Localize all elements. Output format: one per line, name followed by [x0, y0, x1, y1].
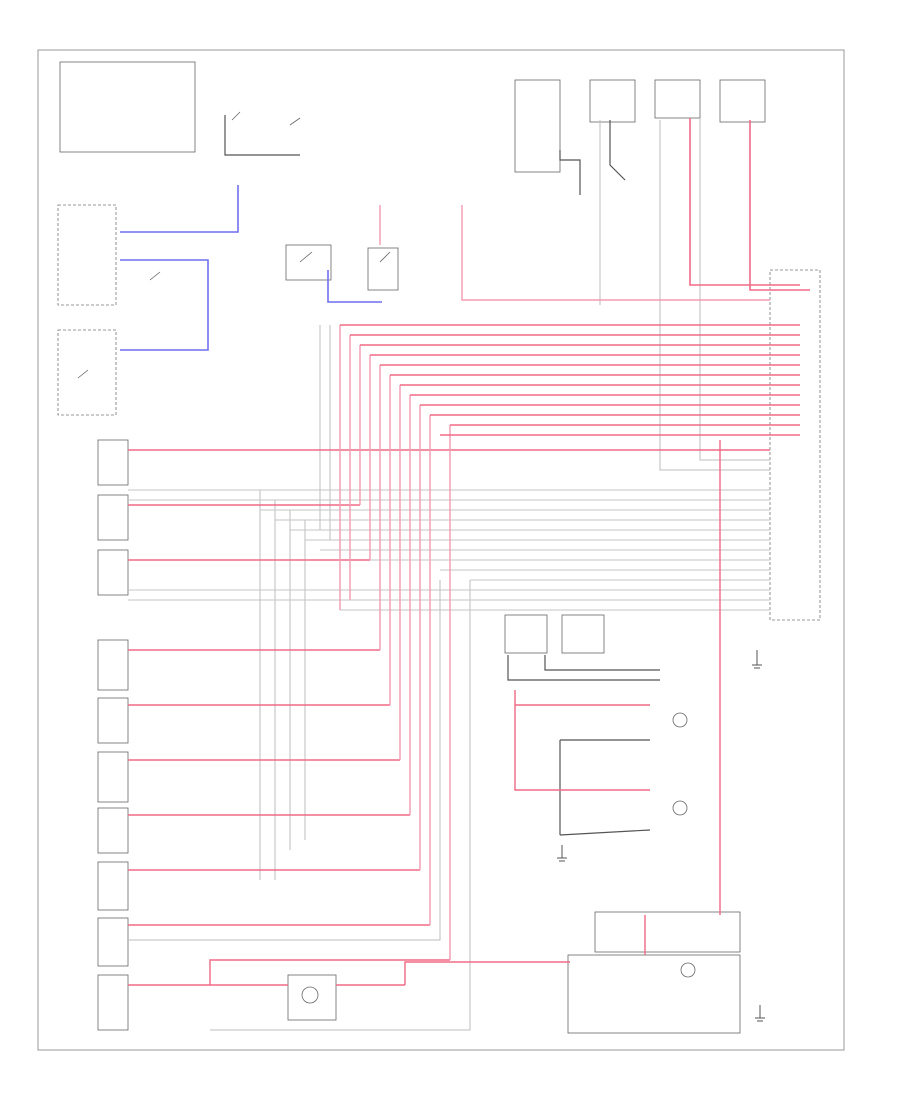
relay-box-4 [719, 79, 766, 123]
lamp-1 [672, 712, 688, 728]
lamp-4 [680, 962, 696, 978]
ground-symbols [557, 650, 765, 1022]
switch-housing-left [57, 204, 117, 306]
pink-wires-right [340, 118, 810, 436]
relay-box-1 [514, 79, 561, 173]
switch-7 [97, 807, 129, 854]
dark-wires [224, 115, 660, 836]
switch-contacts [77, 111, 696, 1004]
pink-wires-vertical [339, 205, 770, 960]
bottom-right-unit [567, 954, 741, 1034]
switch-5 [97, 697, 129, 744]
diagram-frame [37, 49, 845, 1051]
relay-box-2 [589, 79, 636, 123]
switch-8 [97, 861, 129, 911]
lamp-2 [672, 800, 688, 816]
light-switch-box [57, 329, 117, 416]
relay-box-3 [654, 79, 701, 119]
switch-2 [97, 494, 129, 541]
switch-9 [97, 917, 129, 967]
bottom-center-unit [287, 974, 337, 1021]
lamp-3 [301, 986, 319, 1004]
relay-mid-2 [561, 614, 605, 654]
blue-wires [120, 185, 382, 351]
gray-horizontal-wires [128, 489, 770, 611]
pink-wires-lower [210, 440, 721, 986]
module-connector [769, 269, 821, 621]
switch-4 [97, 639, 129, 691]
switch-3 [97, 549, 129, 596]
switch-1 [97, 439, 129, 486]
switch-6 [97, 751, 129, 803]
relay-center-2 [367, 247, 399, 291]
relay-center-1 [285, 244, 332, 281]
gray-wires [128, 118, 770, 1031]
pink-wires-left [128, 449, 770, 986]
legend-box [59, 61, 196, 153]
bottom-right-module [594, 911, 741, 953]
switch-10 [97, 974, 129, 1031]
relay-mid-1 [504, 614, 548, 654]
